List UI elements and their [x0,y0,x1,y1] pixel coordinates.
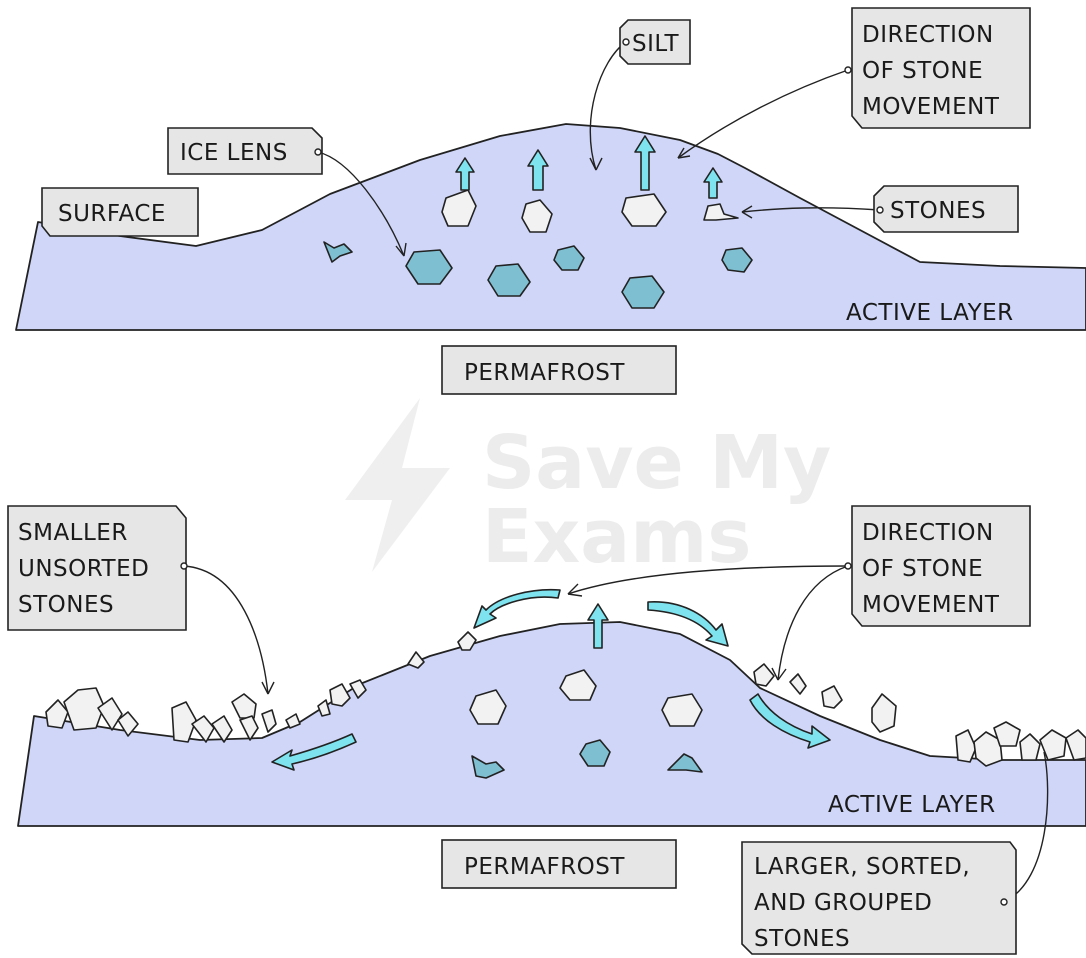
sorted-stone [993,721,1021,747]
movement-arrow [473,588,561,629]
larger-line3: STONES [754,926,850,952]
surface-stone [45,699,69,729]
surface-stone [231,693,257,719]
buried-stone [661,693,703,727]
label-stones-text: STONES [890,198,986,224]
movement-arrow [271,733,357,771]
sorted-stone [1039,729,1067,761]
ice-lens-leader [317,151,405,257]
smaller-leader [183,565,269,695]
buried-stone [559,669,597,701]
larger-leader [1003,751,1049,903]
ice-lens [721,247,753,273]
movement-arrow [749,693,831,749]
ice-lens [323,241,353,263]
watermark: Save My Exams [345,398,831,580]
surface-stone [407,651,425,669]
direction-top-line1: DIRECTION [862,22,994,48]
label-stones-top: STONES [873,185,1019,233]
surface-stone [789,673,807,695]
surface-stone [871,693,897,733]
label-active-layer-bottom: ACTIVE LAYER [828,792,996,818]
label-permafrost-bottom: PERMAFROST [441,839,677,889]
surface-stone [285,713,301,729]
sorted-stone [955,729,977,763]
label-permafrost-top: PERMAFROST [441,345,677,395]
label-surface-text: SURFACE [58,201,166,227]
label-smaller-unsorted: SMALLER UNSORTED STONES [7,505,188,631]
label-ice-lens: ICE LENS [167,127,323,175]
ice-lens [579,739,611,767]
label-permafrost-top-text: PERMAFROST [464,360,625,386]
stone [521,199,553,233]
surface-stone [457,631,477,651]
direction-leader-left [567,565,849,595]
sorted-stone [1065,729,1086,761]
direction-top-line3: MOVEMENT [862,94,1000,120]
top-active-layer-ground [15,123,1086,331]
smaller-line2: UNSORTED [18,556,149,582]
ice-lens [621,275,665,309]
surface-stone [329,683,351,707]
sorted-stone [1019,733,1041,761]
direction-bottom-line3: MOVEMENT [862,592,1000,618]
movement-arrow [647,601,729,647]
ice-lens [487,263,531,297]
up-arrow [703,167,723,199]
label-direction-top: DIRECTION OF STONE MOVEMENT [844,7,1031,129]
sorted-stone [973,731,1003,767]
surface-stone [753,663,775,687]
watermark-line1: Save My [482,420,831,506]
surface-stone [349,679,367,699]
surface-stone [821,685,843,709]
stone [703,203,739,221]
surface-stone [261,709,277,733]
surface-stone [211,715,233,743]
bottom-diagram: SMALLER UNSORTED STONES DIRECTION OF STO… [7,505,1086,955]
direction-top-line2: OF STONE [862,58,983,84]
smaller-line1: SMALLER [18,520,128,546]
surface-stone [239,715,259,741]
label-ice-lens-text: ICE LENS [180,140,288,166]
ice-lens [471,755,505,779]
silt-leader [589,41,627,171]
ice-lens [667,753,703,773]
direction-bottom-line2: OF STONE [862,556,983,582]
label-larger-sorted: LARGER, SORTED, AND GROUPED STONES [741,841,1017,955]
larger-line1: LARGER, SORTED, [754,854,970,880]
watermark-line2: Exams [482,494,751,580]
up-arrow [455,157,475,191]
up-arrow [634,135,656,191]
movement-arrow [587,603,609,649]
surface-stone [171,701,197,743]
direction-bottom-line1: DIRECTION [862,520,994,546]
label-direction-bottom: DIRECTION OF STONE MOVEMENT [844,505,1031,627]
ice-lens [405,249,453,285]
direction-leader-right [777,565,849,681]
stones-leader [741,207,881,213]
label-permafrost-bottom-text: PERMAFROST [464,854,625,880]
top-diagram: SILT DIRECTION OF STONE MOVEMENT ICE LEN… [15,7,1086,395]
surface-stone [317,699,331,717]
label-active-layer-top: ACTIVE LAYER [846,300,1014,326]
surface-stone [97,697,123,731]
direction-leader [677,69,849,159]
stone [621,193,667,227]
ice-lens [553,245,585,271]
label-silt: SILT [619,19,691,65]
label-surface: SURFACE [41,187,199,237]
label-silt-text: SILT [632,31,680,57]
surface-stone [117,711,139,737]
up-arrow [527,149,549,191]
buried-stone [469,689,507,725]
smaller-line3: STONES [18,592,114,618]
larger-line2: AND GROUPED [754,890,932,916]
